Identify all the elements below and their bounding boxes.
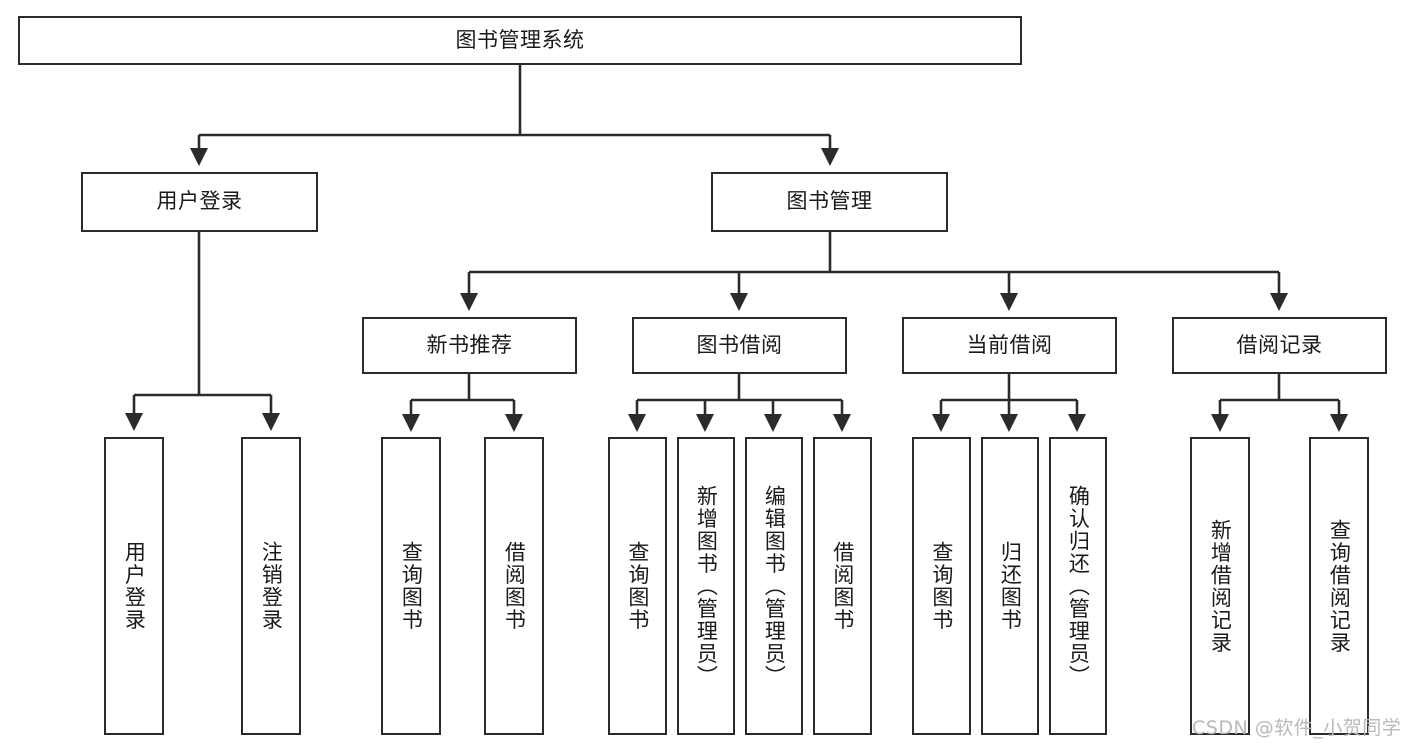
node-new-book-recommend[interactable]: 新书推荐: [362, 317, 577, 374]
node-borrow-record-label: 借阅记录: [1236, 332, 1323, 357]
node-user-login[interactable]: 用户登录: [81, 172, 318, 232]
leaf-query-record[interactable]: 查询借阅记录: [1309, 437, 1369, 735]
leaf-confirm-return[interactable]: 确认归还（管理员）: [1049, 437, 1107, 735]
leaf-borrow-book-1-label: 借阅图书: [502, 541, 527, 631]
leaf-borrow-book-1[interactable]: 借阅图书: [484, 437, 544, 735]
leaf-confirm-return-label: 确认归还（管理员）: [1066, 484, 1091, 688]
leaf-logout-label: 注销登录: [259, 541, 284, 631]
leaf-borrow-book-2-label: 借阅图书: [830, 541, 855, 631]
leaf-query-book-2[interactable]: 查询图书: [608, 437, 667, 735]
leaf-edit-book[interactable]: 编辑图书（管理员）: [745, 437, 803, 735]
node-book-borrow[interactable]: 图书借阅: [632, 317, 847, 374]
leaf-user-login[interactable]: 用户登录: [104, 437, 164, 735]
leaf-query-book-3-label: 查询图书: [929, 541, 954, 631]
leaf-return-book-label: 归还图书: [998, 541, 1023, 631]
leaf-logout[interactable]: 注销登录: [241, 437, 301, 735]
leaf-query-book-1-label: 查询图书: [399, 541, 424, 631]
node-root[interactable]: 图书管理系统: [18, 16, 1022, 65]
leaf-query-record-label: 查询借阅记录: [1327, 518, 1352, 654]
leaf-query-book-1[interactable]: 查询图书: [381, 437, 441, 735]
leaf-add-book[interactable]: 新增图书（管理员）: [677, 437, 735, 735]
node-current-borrow[interactable]: 当前借阅: [902, 317, 1117, 374]
leaf-return-book[interactable]: 归还图书: [981, 437, 1039, 735]
node-book-borrow-label: 图书借阅: [696, 332, 783, 357]
node-book-manage[interactable]: 图书管理: [711, 172, 948, 232]
leaf-query-book-3[interactable]: 查询图书: [912, 437, 971, 735]
leaf-borrow-book-2[interactable]: 借阅图书: [813, 437, 872, 735]
node-borrow-record[interactable]: 借阅记录: [1172, 317, 1387, 374]
node-root-label: 图书管理系统: [455, 27, 585, 52]
node-new-book-recommend-label: 新书推荐: [426, 332, 513, 357]
node-book-manage-label: 图书管理: [786, 189, 873, 214]
leaf-user-login-label: 用户登录: [122, 541, 147, 631]
node-user-login-label: 用户登录: [156, 189, 243, 214]
leaf-add-record-label: 新增借阅记录: [1208, 518, 1233, 654]
leaf-add-book-label: 新增图书（管理员）: [694, 484, 719, 688]
leaf-edit-book-label: 编辑图书（管理员）: [762, 484, 787, 688]
node-current-borrow-label: 当前借阅: [966, 332, 1053, 357]
leaf-query-book-2-label: 查询图书: [625, 541, 650, 631]
csdn-watermark: CSDN @软件_小贺同学: [1192, 717, 1402, 739]
leaf-add-record[interactable]: 新增借阅记录: [1190, 437, 1250, 735]
